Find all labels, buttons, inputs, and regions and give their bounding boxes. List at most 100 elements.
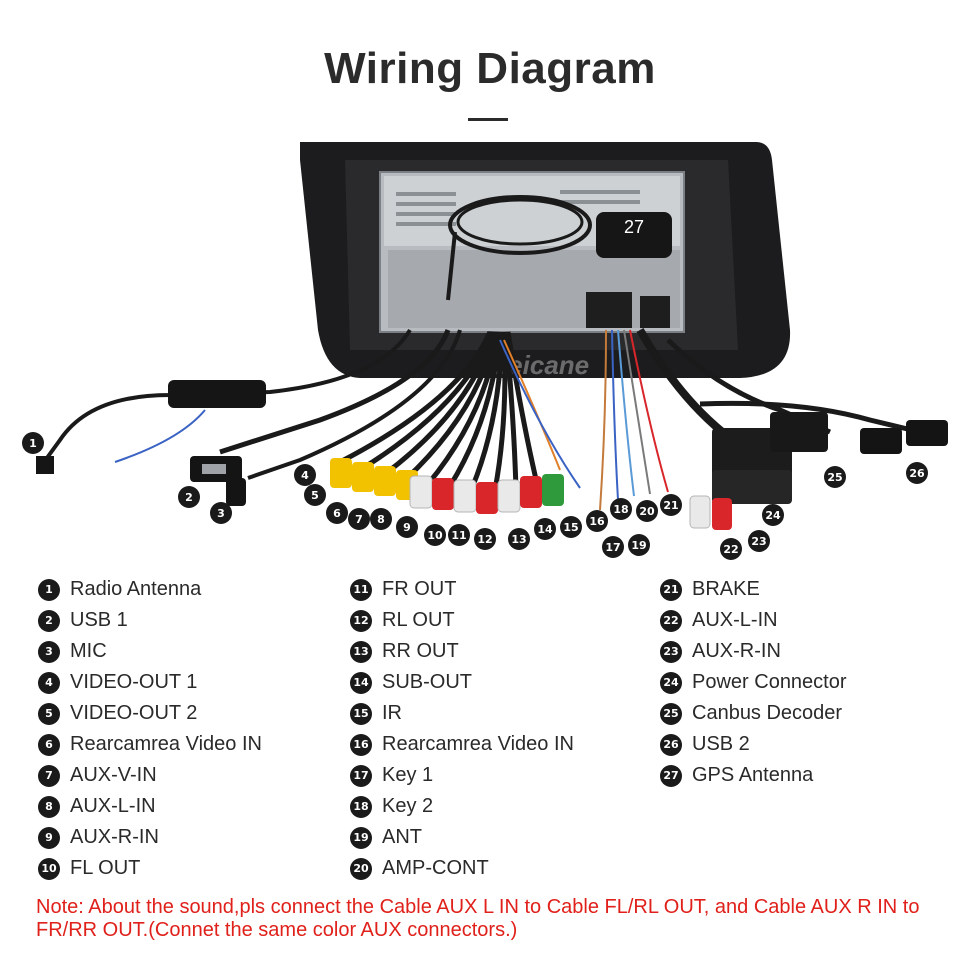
legend-label: AUX-R-IN bbox=[692, 640, 781, 662]
legend-label: FR OUT bbox=[382, 578, 457, 600]
legend-number-badge: 4 bbox=[38, 671, 60, 694]
legend-number-badge: 17 bbox=[350, 764, 372, 787]
usb2-plug-b bbox=[906, 420, 948, 446]
legend-label: USB 2 bbox=[692, 733, 750, 755]
callout-26: 26 bbox=[906, 462, 928, 484]
callout-13: 13 bbox=[508, 528, 530, 550]
legend-label: RL OUT bbox=[382, 609, 455, 631]
legend-number-badge: 25 bbox=[660, 702, 682, 725]
legend-number-badge: 2 bbox=[38, 609, 60, 632]
legend-label: VIDEO-OUT 1 bbox=[70, 671, 198, 693]
legend-item: 27 GPS Antenna bbox=[660, 760, 847, 791]
callout-23: 23 bbox=[748, 530, 770, 552]
legend-number-badge: 26 bbox=[660, 733, 682, 756]
legend-number-badge: 22 bbox=[660, 609, 682, 632]
chassis-vents bbox=[396, 190, 640, 226]
callout-24: 24 bbox=[762, 504, 784, 526]
legend-label: ANT bbox=[382, 826, 422, 848]
legend-number-badge: 11 bbox=[350, 578, 372, 601]
gps-antenna-block bbox=[596, 212, 672, 258]
legend-item: 18 Key 2 bbox=[350, 791, 574, 822]
legend-label: MIC bbox=[70, 640, 107, 662]
rca-wire-bundle bbox=[338, 330, 541, 491]
callout-25: 25 bbox=[824, 466, 846, 488]
callout-7: 7 bbox=[348, 508, 370, 530]
legend-label: Power Connector bbox=[692, 671, 847, 693]
legend-number-badge: 19 bbox=[350, 826, 372, 849]
callout-6: 6 bbox=[326, 502, 348, 524]
legend-item: 5 VIDEO-OUT 2 bbox=[38, 698, 262, 729]
callout-17: 17 bbox=[602, 536, 624, 558]
legend-label: Rearcamrea Video IN bbox=[70, 733, 262, 755]
rca-plugs bbox=[330, 458, 564, 514]
legend-number-badge: 14 bbox=[350, 671, 372, 694]
legend-label: BRAKE bbox=[692, 578, 760, 600]
callout-19: 19 bbox=[628, 534, 650, 556]
legend-item: 8 AUX-L-IN bbox=[38, 791, 262, 822]
legend-label: Rearcamrea Video IN bbox=[382, 733, 574, 755]
legend-label: VIDEO-OUT 2 bbox=[70, 702, 198, 724]
aux-socket bbox=[640, 296, 670, 328]
rca-video-out-1 bbox=[330, 458, 352, 488]
canbus-decoder-box bbox=[770, 412, 828, 452]
legend-number-badge: 13 bbox=[350, 640, 372, 663]
callout-21: 21 bbox=[660, 494, 682, 516]
callout-9: 9 bbox=[396, 516, 418, 538]
mic-plug bbox=[226, 478, 246, 506]
chassis-back-panel bbox=[388, 250, 680, 328]
legend-number-badge: 23 bbox=[660, 640, 682, 663]
callout-11: 11 bbox=[448, 524, 470, 546]
usb2-plug-a bbox=[860, 428, 902, 454]
control-wires bbox=[599, 329, 669, 511]
rca-aux-r-in-2 bbox=[712, 498, 732, 530]
rca-fr-out bbox=[476, 482, 498, 514]
callout-5: 5 bbox=[304, 484, 326, 506]
callout-20: 20 bbox=[636, 500, 658, 522]
callout-22: 22 bbox=[720, 538, 742, 560]
legend-label: Key 2 bbox=[382, 795, 434, 817]
legend-label: Key 1 bbox=[382, 764, 434, 786]
legend-label: FL OUT bbox=[70, 857, 141, 879]
legend-number-badge: 27 bbox=[660, 764, 682, 787]
legend-number-badge: 8 bbox=[38, 795, 60, 818]
callout-3: 3 bbox=[210, 502, 232, 524]
rca-video-out-2 bbox=[352, 462, 374, 492]
rca-aux-r-in bbox=[432, 478, 454, 510]
legend-item: 23 AUX-R-IN bbox=[660, 636, 847, 667]
legend-label: IR bbox=[382, 702, 402, 724]
callout-8: 8 bbox=[370, 508, 392, 530]
callout-16: 16 bbox=[586, 510, 608, 532]
legend-number-badge: 5 bbox=[38, 702, 60, 725]
legend-label: AUX-L-IN bbox=[70, 795, 156, 817]
legend-item: 4 VIDEO-OUT 1 bbox=[38, 667, 262, 698]
legend-label: GPS Antenna bbox=[692, 764, 814, 786]
legend-label: Canbus Decoder bbox=[692, 702, 843, 724]
wiring-photo: 27 Seicane bbox=[36, 142, 948, 530]
title-underline bbox=[468, 118, 508, 121]
legend-number-badge: 7 bbox=[38, 764, 60, 787]
usb2-cable bbox=[699, 400, 921, 435]
callout-12: 12 bbox=[474, 528, 496, 550]
antenna-adapter-box bbox=[168, 380, 266, 408]
legend-label: AUX-R-IN bbox=[70, 826, 159, 848]
legend-label: AUX-L-IN bbox=[692, 609, 778, 631]
mic-cable bbox=[247, 329, 462, 480]
legend-label: USB 1 bbox=[70, 609, 128, 631]
legend-number-badge: 18 bbox=[350, 795, 372, 818]
callout-2: 2 bbox=[178, 486, 200, 508]
legend-label: SUB-OUT bbox=[382, 671, 472, 693]
canbus-cable bbox=[666, 338, 832, 435]
